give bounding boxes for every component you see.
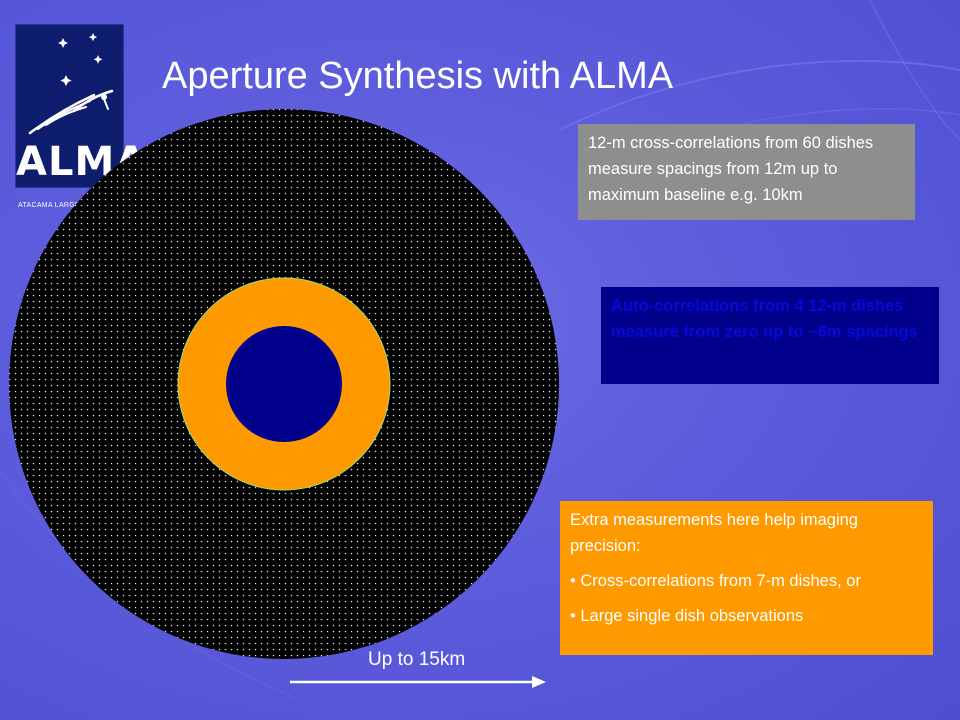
logo-subtitle: ATACAMA LARGE MILLIMETER xyxy=(18,202,128,209)
alma-logo-graphic xyxy=(28,33,114,135)
auto-correlation-center xyxy=(226,326,342,442)
alma-logo: ALMA ATACAMA LARGE MILLIMETER xyxy=(15,24,146,209)
star-icon xyxy=(60,75,72,87)
uv-coverage-diagram xyxy=(9,109,559,659)
auto-correlation-text: Auto-correlations from 4 12-m dishes mea… xyxy=(611,297,918,341)
star-icon xyxy=(88,33,98,42)
scale-arrow-icon xyxy=(290,676,546,688)
slide-title: Aperture Synthesis with ALMA xyxy=(162,55,674,97)
star-icon xyxy=(58,38,68,48)
scale-label: Up to 15km xyxy=(368,649,466,670)
extra-bullet-item: • Cross-correlations from 7-m dishes, or xyxy=(570,572,861,590)
cross-correlation-callout: 12-m cross-correlations from 60 dishes m… xyxy=(578,124,915,220)
extra-measurements-callout: Extra measurements here help imaging pre… xyxy=(560,501,933,655)
extra-bullet-item: • Large single dish observations xyxy=(570,607,804,625)
antenna-dish-icon xyxy=(28,89,114,135)
cross-correlation-text: 12-m cross-correlations from 60 dishes m… xyxy=(588,134,874,204)
star-icon xyxy=(93,55,103,64)
extra-intro-text: Extra measurements here help imaging pre… xyxy=(570,511,858,555)
auto-correlation-callout: Auto-correlations from 4 12-m dishes mea… xyxy=(601,287,939,384)
star-icons xyxy=(58,33,103,87)
